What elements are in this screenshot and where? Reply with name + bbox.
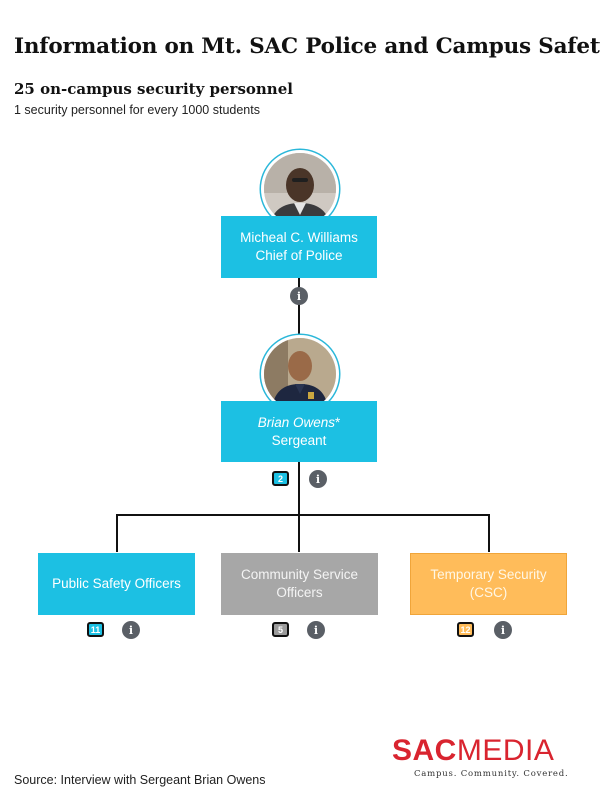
page-subtitle: 25 on-campus security personnel [14,80,293,98]
unit-label-line2: (CSC) [469,585,508,600]
unit-label-line2: Officers [276,585,323,600]
unit-info-icon-community-service[interactable]: i [307,621,325,639]
unit-box-temporary-security[interactable]: Temporary Security (CSC) [410,553,567,615]
chief-box[interactable]: Micheal C. Williams Chief of Police [221,216,377,278]
chief-photo [261,150,339,228]
unit-info-icon-temporary-security[interactable]: i [494,621,512,639]
connector-horizontal [116,514,490,516]
unit-label: Temporary Security [430,567,547,582]
sacmedia-logo: SACMEDIA Campus. Community. Covered. [392,736,582,780]
unit-count-badge-community-service: 5 [272,622,289,637]
logo-sac: SAC [392,734,457,767]
unit-label: Public Safety Officers [52,576,181,591]
connector-sergeant-down [298,462,300,552]
sergeant-name: Brian Owens [257,414,336,430]
logo-tagline: Campus. Community. Covered. [414,769,569,779]
unit-count-badge-temporary-security: 12 [457,622,474,637]
sergeant-role: Sergeant [271,432,327,448]
connector-right-branch [488,514,490,552]
sergeant-name-line: Brian Owens* [258,414,341,432]
logo-wordmark: SACMEDIA [392,736,582,766]
logo-media: MEDIA [456,734,555,767]
unit-info-icon-public-safety[interactable]: i [122,621,140,639]
sergeant-info-icon[interactable]: i [309,470,327,488]
sergeant-name-suffix: * [335,414,341,430]
chief-name: Micheal C. Williams [240,230,358,245]
unit-label: Community Service [240,567,359,582]
connector-chief-sergeant [298,278,300,334]
connector-left-branch [116,514,118,552]
unit-count-badge-public-safety: 11 [87,622,104,637]
unit-box-community-service[interactable]: Community Service Officers [221,553,378,615]
sergeant-box[interactable]: Brian Owens* Sergeant [221,401,377,462]
chief-info-icon[interactable]: i [290,287,308,305]
sergeant-count-badge: 2 [272,471,289,486]
unit-box-public-safety[interactable]: Public Safety Officers [38,553,195,615]
source-note: Source: Interview with Sergeant Brian Ow… [14,773,266,787]
ratio-note: 1 security personnel for every 1000 stud… [14,103,260,117]
chief-role: Chief of Police [255,248,343,263]
page-title: Information on Mt. SAC Police and Campus… [14,34,600,59]
